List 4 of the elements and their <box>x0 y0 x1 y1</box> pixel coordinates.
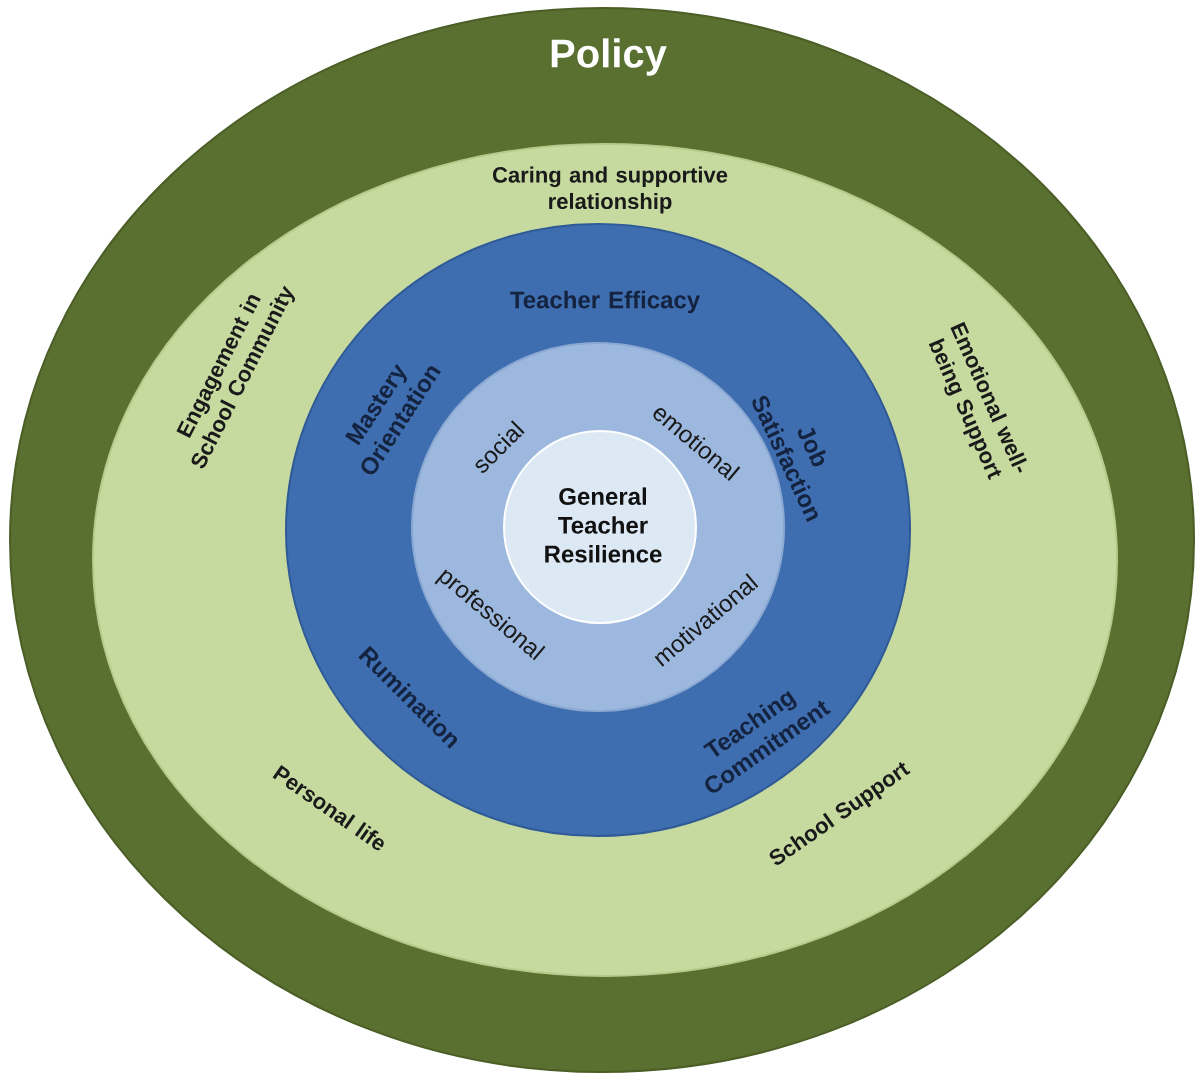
ring-label: Caring and supportive relationship <box>492 166 728 214</box>
ring-label: Policy <box>551 38 667 76</box>
ring-label: Teacher Efficacy <box>510 290 700 314</box>
ring-label: General Teacher Resilience <box>545 487 662 563</box>
